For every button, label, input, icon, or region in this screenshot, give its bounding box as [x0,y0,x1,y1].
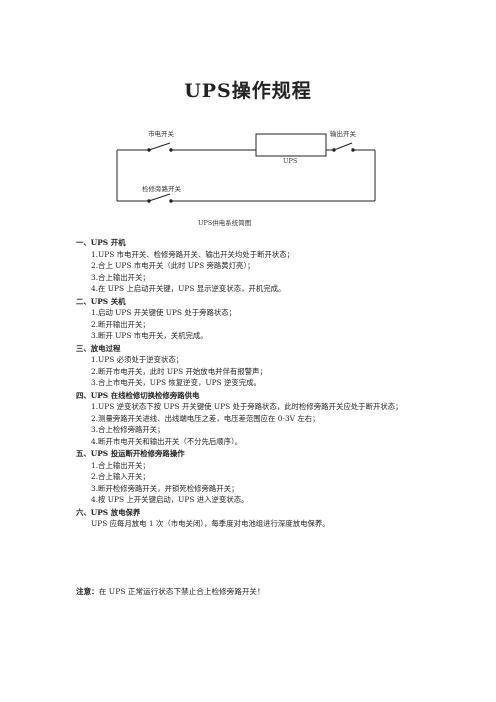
output-switch-label: 输出开关 [330,130,356,138]
list-item: 3.合上检修旁路开关； [91,425,165,434]
section-maintenance: 六、UPS 放电保养 UPS 应每月放电 1 次（市电关闭），每季度对电池组进行… [76,507,448,530]
diagram-caption: UPS供电系统简图 [198,219,252,227]
list-item: 3.合上市电开关，UPS 恢复逆变，UPS 逆变完成。 [91,378,261,387]
list-item: 2.断开输出开关； [91,319,150,329]
ups-box [255,133,327,157]
list-item: 1.合上输出开关； [91,460,150,470]
section-shutdown: 二、UPS 关机 1.启动 UPS 开关键使 UPS 处于旁路状态； 2.断开输… [76,296,448,342]
section-startup: 一、UPS 开机 1.UPS 市电开关、检修旁路开关、输出开关均处于断开状态； … [76,237,448,295]
list-item: 1.启动 UPS 开关键使 UPS 处于旁路状态； [91,308,237,317]
output-switch-blade [333,142,353,151]
list-item: UPS 应每月放电 1 次（市电关闭），每季度对电池组进行深度放电保养。 [91,519,330,528]
bypass-switch-label: 检修旁路开关 [142,185,181,193]
section-bypass-switchover: 四、UPS 在线检修切换检修旁路供电 1.UPS 逆变状态下按 UPS 开关键使… [76,390,448,448]
list-item: 3.合上输出开关； [91,272,150,282]
ups-power-diagram [116,133,376,203]
list-item: 1.UPS 市电开关、检修旁路开关、输出开关均处于断开状态； [91,249,295,259]
list-item: 1.UPS 必须处于逆变状态； [91,355,184,364]
procedure-content: 一、UPS 开机 1.UPS 市电开关、检修旁路开关、输出开关均处于断开状态； … [76,236,448,530]
ups-box-label: UPS [283,157,298,165]
list-item: 2.合上输入开关； [91,472,150,481]
list-item: 3.断开 UPS 市电开关，关机完成。 [91,331,208,340]
section-title: 二、UPS 关机 [76,296,126,306]
list-item: 2.断开市电开关，此时 UPS 开始放电并伴有报警声； [91,366,267,376]
mains-switch-blade [148,142,171,151]
section-title: 五、UPS 投运断开检修旁路操作 [76,449,185,458]
section-title: 四、UPS 在线检修切换检修旁路供电 [76,390,200,400]
note-label: 注意： [76,587,99,596]
list-item: 2.测量旁路开关进线、出线端电压之差，电压差范围应在 0-3V 左右； [91,413,320,423]
document-title: UPS操作规程 [184,80,312,102]
section-title: 一、UPS 开机 [76,238,126,247]
section-title: 三、放电过程 [76,343,121,353]
mains-switch-label: 市电开关 [148,130,174,138]
section-title: 六、UPS 放电保养 [76,507,141,517]
section-discharge: 三、放电过程 1.UPS 必须处于逆变状态； 2.断开市电开关，此时 UPS 开… [76,343,448,389]
list-item: 3.断开检修旁路开关，并锁死检修旁路开关； [91,483,239,493]
warning-note: 注意：在 UPS 正常运行状态下禁止合上检修旁路开关！ [76,586,265,597]
note-text: 在 UPS 正常运行状态下禁止合上检修旁路开关！ [98,587,265,596]
list-item: 1.UPS 逆变状态下按 UPS 开关键使 UPS 处于旁路状态，此时检修旁路开… [91,402,403,411]
list-item: 4.在 UPS 上启动开关键，UPS 显示逆变状态，开机完成。 [91,284,286,293]
bypass-switch-blade [148,193,171,202]
list-item: 4.按 UPS 上开关键启动，UPS 进入逆变状态。 [91,495,249,504]
list-item: 2.合上 UPS 市电开关（此时 UPS 旁路黄灯亮）； [91,261,255,270]
section-restore-operation: 五、UPS 投运断开检修旁路操作 1.合上输出开关； 2.合上输入开关； 3.断… [76,448,448,506]
list-item: 4.断开市电开关和输出开关（不分先后顺序）。 [91,436,243,446]
